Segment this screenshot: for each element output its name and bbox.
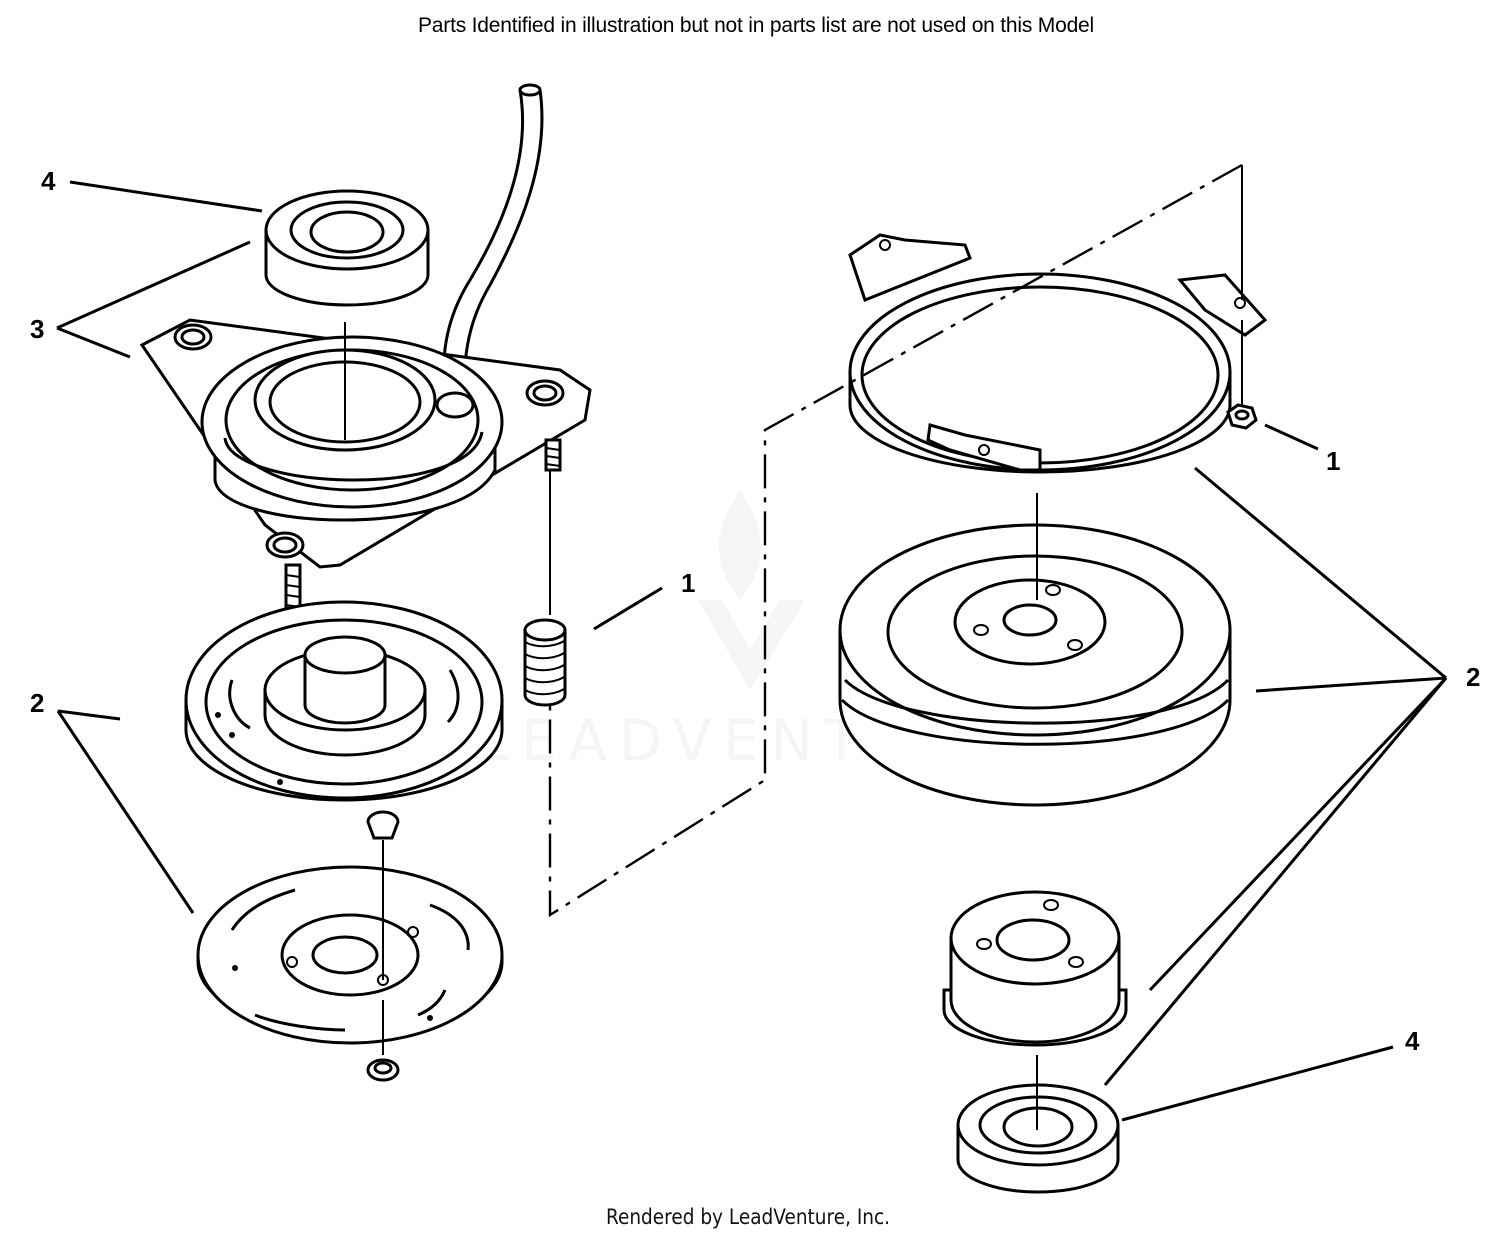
callout-3: 3: [30, 240, 251, 359]
left-bearing: [264, 189, 430, 307]
rivet: [366, 810, 400, 840]
callout-2-right: 2: [1103, 466, 1480, 1086]
svg-text:1: 1: [681, 568, 695, 598]
bottom-nut: [366, 1058, 400, 1082]
left-rotor: [184, 600, 504, 802]
callout-1-spring: 1: [593, 568, 695, 631]
svg-text:1: 1: [1326, 446, 1340, 476]
svg-text:4: 4: [41, 166, 56, 196]
callout-1-nut: 1: [1264, 423, 1340, 476]
dash-dot-connector: [548, 163, 1243, 918]
armature-plate: [196, 865, 504, 1045]
svg-text:2: 2: [30, 688, 44, 718]
header-note: Parts Identified in illustration but not…: [417, 14, 1094, 37]
pulley-hub: [942, 890, 1128, 1047]
shroud-bracket: [848, 233, 1268, 474]
svg-text:4: 4: [1405, 1026, 1420, 1056]
pulley: [838, 523, 1232, 807]
footer-credit: Rendered by LeadVenture, Inc.: [605, 1205, 891, 1229]
right-nut: [1226, 403, 1258, 430]
field-coil-assembly: [139, 318, 592, 569]
svg-text:3: 3: [30, 314, 44, 344]
callout-2-left: 2: [30, 688, 195, 914]
callout-4-bottom-right: 4: [1121, 1026, 1420, 1122]
spring: [523, 618, 567, 707]
callout-4-top-left: 4: [41, 166, 263, 213]
svg-text:2: 2: [1466, 662, 1480, 692]
